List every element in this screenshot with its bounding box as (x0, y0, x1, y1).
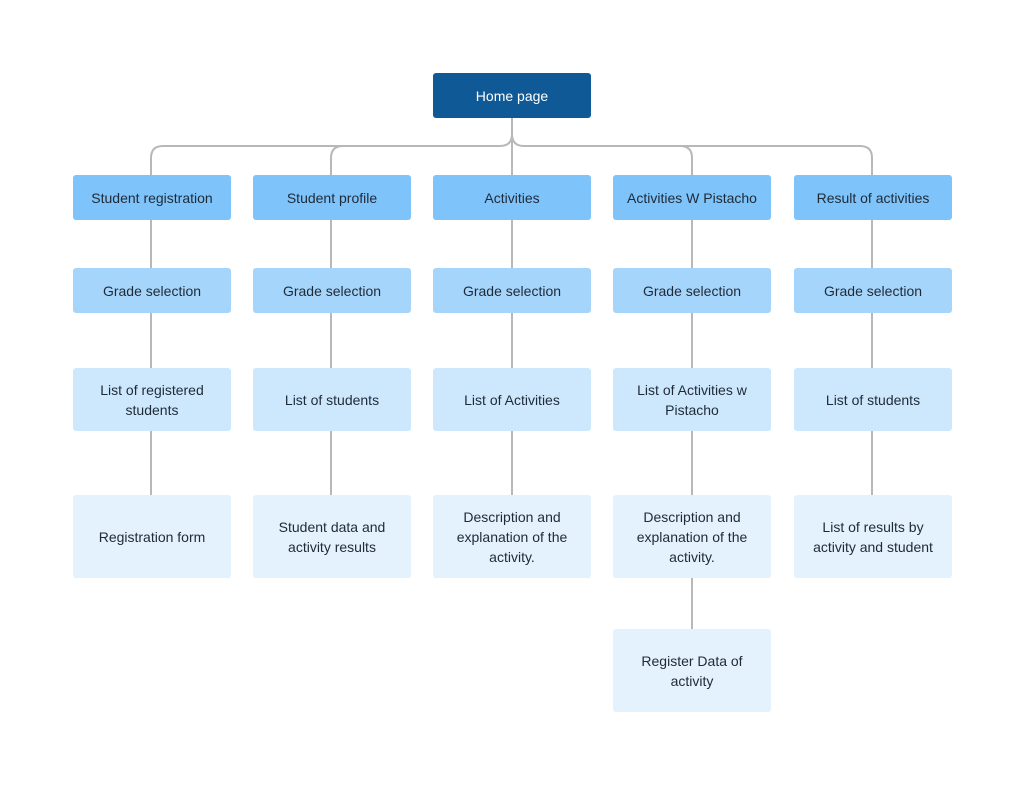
grade-selection-node: Grade selection (253, 268, 411, 313)
list-students-node: List of students (253, 368, 411, 431)
activities-pistacho-node: Activities W Pistacho (613, 175, 771, 220)
grade-selection-node: Grade selection (73, 268, 231, 313)
activities-node: Activities (433, 175, 591, 220)
list-activities-pistacho-node: List of Activities w Pistacho (613, 368, 771, 431)
grade-selection-node: Grade selection (613, 268, 771, 313)
activity-description-node: Description and explanation of the activ… (433, 495, 591, 578)
list-activities-node: List of Activities (433, 368, 591, 431)
activity-description-node: Description and explanation of the activ… (613, 495, 771, 578)
grade-selection-node: Grade selection (794, 268, 952, 313)
register-activity-data-node: Register Data of activity (613, 629, 771, 712)
root-connector (150, 118, 873, 175)
student-data-node: Student data and activity results (253, 495, 411, 578)
result-activities-node: Result of activities (794, 175, 952, 220)
grade-selection-node: Grade selection (433, 268, 591, 313)
list-students-node: List of students (794, 368, 952, 431)
registration-form-node: Registration form (73, 495, 231, 578)
list-registered-students-node: List of registered students (73, 368, 231, 431)
student-profile-node: Student profile (253, 175, 411, 220)
student-registration-node: Student registration (73, 175, 231, 220)
branch-connector-1 (330, 145, 344, 175)
branch-connector-3 (679, 145, 693, 175)
results-by-activity-node: List of results by activity and student (794, 495, 952, 578)
home-page-node: Home page (433, 73, 591, 118)
